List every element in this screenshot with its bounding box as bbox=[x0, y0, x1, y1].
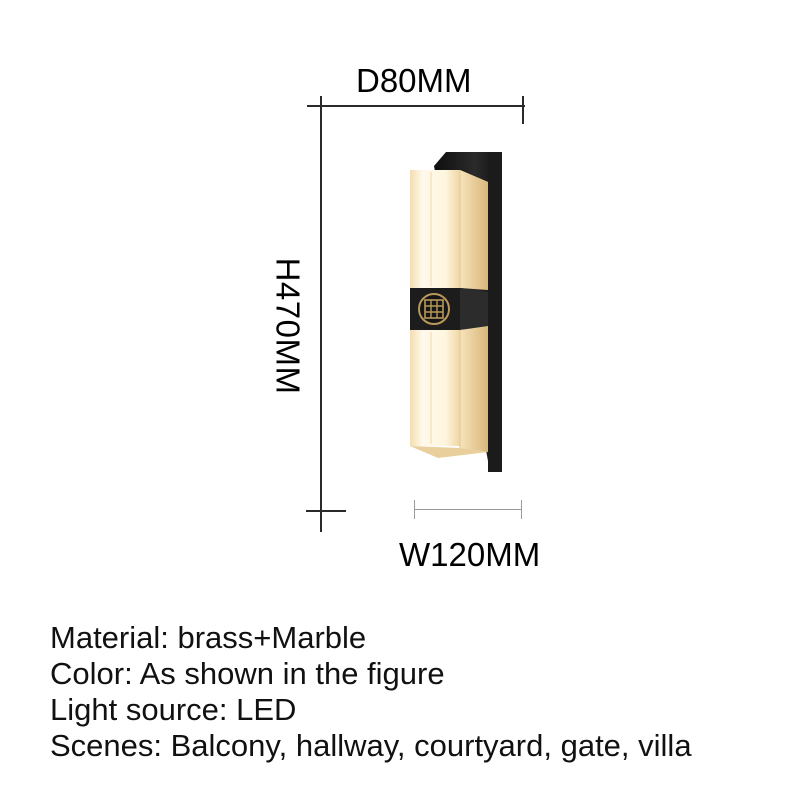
width-label: W120MM bbox=[399, 536, 541, 573]
spec-material: Material: brass+Marble bbox=[50, 620, 367, 655]
upper-marble-shade bbox=[410, 170, 488, 290]
width-dimension-left-tick bbox=[414, 500, 415, 519]
depth-dimension-tick bbox=[522, 96, 524, 124]
width-dimension-line bbox=[415, 509, 522, 510]
chinese-knot-emblem-icon bbox=[418, 293, 450, 325]
depth-label: D80MM bbox=[356, 62, 472, 99]
back-plate-face bbox=[488, 152, 502, 472]
height-dimension-bottom-tick bbox=[306, 510, 346, 512]
height-dimension-line bbox=[320, 96, 322, 532]
width-dimension-right-tick bbox=[521, 500, 522, 519]
specifications-list: Material: brass+Marble Color: As shown i… bbox=[50, 620, 692, 764]
depth-dimension-line bbox=[307, 105, 525, 107]
spec-scenes: Scenes: Balcony, hallway, courtyard, gat… bbox=[50, 728, 692, 763]
lower-marble-shade bbox=[410, 326, 488, 458]
spec-color: Color: As shown in the figure bbox=[50, 656, 445, 691]
spec-light-source: Light source: LED bbox=[50, 692, 297, 727]
